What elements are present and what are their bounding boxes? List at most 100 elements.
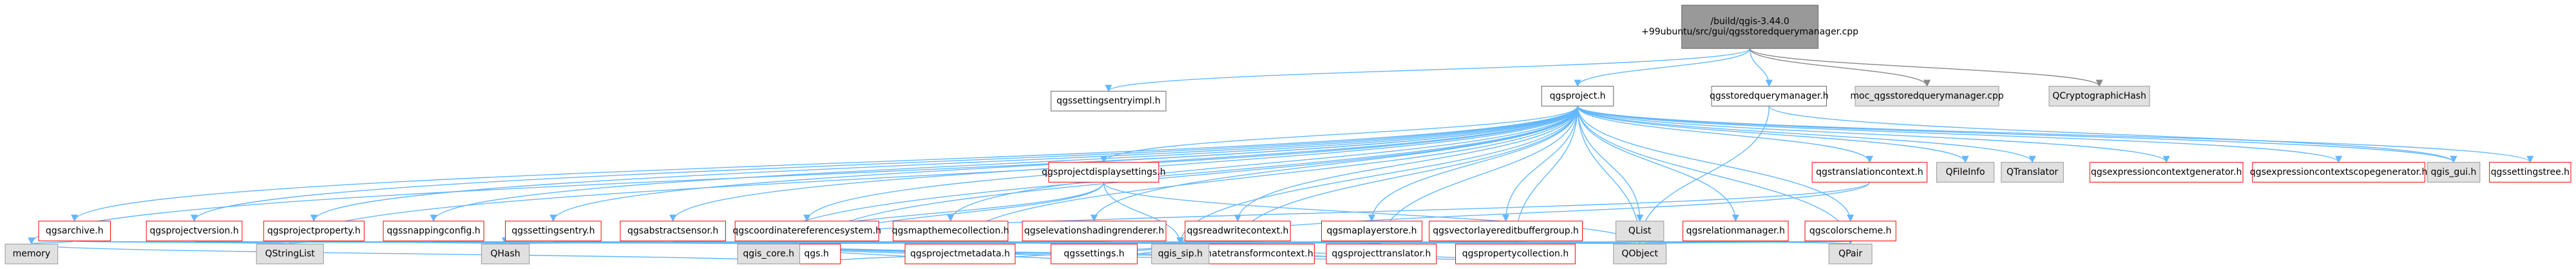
node-box [1683, 221, 1789, 242]
node-qfileinfo[interactable]: QFileInfo [1936, 162, 1995, 183]
node-settingsentryimpl[interactable]: qgssettingsentryimpl.h [1051, 90, 1167, 112]
node-settingstree[interactable]: qgssettingstree.h [2489, 162, 2571, 183]
node-storedquerymanager_h[interactable]: qgsstoredquerymanager.h [1710, 86, 1829, 106]
node-box [256, 243, 324, 264]
node-archive[interactable]: qgsarchive.h [38, 221, 111, 242]
node-snappingconfig[interactable]: qgssnappingconfig.h [383, 221, 484, 242]
node-box [1936, 162, 1995, 183]
node-label: qgis_gui.h [2430, 167, 2476, 177]
edge-project-to-exprcontextscopegen [1577, 106, 2342, 163]
node-box [1048, 162, 1159, 183]
node-box [734, 221, 879, 242]
node-maplayerstore[interactable]: qgsmaplayerstore.h [1321, 221, 1423, 242]
node-label: qgsprojectdisplaysettings.h [1042, 167, 1166, 177]
edge-root-to-storedquerymanager_h [1749, 48, 1773, 87]
node-project[interactable]: qgsproject.h [1541, 86, 1614, 106]
node-settingsentry[interactable]: qgssettingsentry.h [505, 221, 602, 242]
node-box [1616, 221, 1665, 242]
node-settings_h[interactable]: qgssettings.h [1051, 243, 1138, 264]
node-label: qgsabstractsensor.h [627, 226, 718, 236]
edge-project-to-settingstree [1577, 105, 2534, 163]
node-qlist[interactable]: QList [1616, 221, 1665, 242]
node-projectproperty[interactable]: qgsprojectproperty.h [263, 221, 365, 242]
node-qgis_gui[interactable]: qgis_gui.h [2427, 162, 2481, 183]
node-label: qgsexpressioncontextscopegenerator.h [2250, 167, 2428, 177]
node-readwritecontext[interactable]: qgsreadwritecontext.h [1185, 221, 1291, 242]
node-label: QFileInfo [1946, 167, 1985, 177]
node-box [1321, 221, 1423, 242]
node-box [146, 221, 243, 242]
node-qstringlist[interactable]: QStringList [256, 243, 324, 264]
node-label: qgscolorscheme.h [1809, 226, 1892, 236]
node-box [792, 243, 841, 264]
node-box [1681, 5, 1818, 49]
node-box [904, 243, 1016, 264]
node-box [38, 221, 111, 242]
node-box [1711, 86, 1827, 106]
node-qobject[interactable]: QObject [1613, 243, 1667, 264]
node-label: qgis_core.h [743, 249, 794, 259]
edge-project-to-elevationshading [1091, 106, 1578, 222]
node-qcrypto[interactable]: QCryptographicHash [2048, 86, 2150, 106]
node-colorscheme[interactable]: qgscolorscheme.h [1804, 221, 1896, 242]
node-label: qgssettings.h [1064, 249, 1124, 259]
node-exprcontextgen[interactable]: qgsexpressioncontextgenerator.h [2089, 162, 2244, 183]
node-label: qgspropertycollection.h [1462, 249, 1569, 259]
node-qpair[interactable]: QPair [1828, 243, 1873, 264]
node-qhash[interactable]: QHash [481, 243, 530, 264]
edge-project-to-crs [803, 106, 1578, 222]
node-abstractsensor[interactable]: qgsabstractsensor.h [620, 221, 726, 242]
node-projecttranslator[interactable]: qgsprojecttranslator.h [1326, 243, 1437, 264]
node-qtranslator[interactable]: QTranslator [2001, 162, 2064, 183]
edge-project-to-colorscheme [1577, 106, 1855, 222]
node-qgis_sip[interactable]: qgis_sip.h [1151, 243, 1210, 264]
node-relationmanager[interactable]: qgsrelationmanager.h [1683, 221, 1789, 242]
edge-archive-to-memory [28, 237, 75, 245]
node-translationcontext[interactable]: qgstranslationcontext.h [1811, 162, 1928, 183]
node-box [2089, 162, 2244, 183]
node-box [1855, 86, 1999, 106]
edge-project-to-qstringlist [286, 106, 1578, 245]
edge-storedquerymanager_h-to-qobject [1636, 106, 1770, 245]
node-box [2489, 162, 2571, 183]
node-vectorlayereditbuffergroup[interactable]: qgsvectorlayereditbuffergroup.h [1429, 221, 1583, 242]
edge-project-to-exprcontextgen [1577, 106, 2170, 163]
edge-projectversion-to-qstringlist [193, 237, 294, 245]
node-box [1811, 162, 1928, 183]
node-label: qgsmapthemecollection.h [892, 226, 1009, 236]
node-crs[interactable]: qgscoordinatereferencesystem.h [732, 221, 881, 242]
node-label: qgsstoredquerymanager.h [1710, 91, 1829, 101]
node-projectversion[interactable]: qgsprojectversion.h [146, 221, 243, 242]
node-memory[interactable]: memory [5, 243, 59, 264]
edge-project-to-mapthemecollection [947, 106, 1578, 222]
node-box [1022, 221, 1167, 242]
node-propertycollection[interactable]: qgspropertycollection.h [1455, 243, 1576, 264]
node-box [481, 243, 530, 264]
node-box [1051, 243, 1138, 264]
edge-colorscheme-to-qobject [1637, 237, 1851, 245]
node-qgs_h[interactable]: qgs.h [792, 243, 841, 264]
node-label: qgsarchive.h [46, 226, 104, 236]
node-projectdisplaysettings[interactable]: qgsprojectdisplaysettings.h [1042, 162, 1166, 183]
node-label: moc_qgsstoredquerymanager.cpp [1850, 91, 2003, 101]
node-mapthemecollection[interactable]: qgsmapthemecollection.h [892, 221, 1009, 242]
node-moc[interactable]: moc_qgsstoredquerymanager.cpp [1850, 86, 2004, 106]
edge-project-to-qgis_gui [1577, 105, 2457, 163]
node-box [1429, 221, 1583, 242]
node-box [737, 243, 801, 264]
node-label: qgsproject.h [1550, 91, 1606, 101]
edge-project-to-qtranslator [1577, 106, 2036, 163]
node-projectmetadata[interactable]: qgsprojectmetadata.h [904, 243, 1016, 264]
edge-project-to-translationcontext [1577, 106, 1873, 163]
node-elevationshading[interactable]: qgselevationshadingrenderer.h [1022, 221, 1167, 242]
edge-crs-to-qhash [502, 237, 808, 245]
node-exprcontextscopegen[interactable]: qgsexpressioncontextscopegenerator.h [2250, 162, 2428, 183]
edge-project-to-qgs_h [813, 106, 1578, 245]
node-qgis_core[interactable]: qgis_core.h [737, 243, 801, 264]
edge-qgs_h-to-memory [28, 243, 817, 264]
edge-projectdisplaysettings-to-qobject [1103, 182, 1644, 245]
edge-project-to-qgis_sip [1176, 106, 1578, 245]
edge-project-to-qlist [1577, 106, 1644, 222]
edge-project-to-maplayerstore [1368, 106, 1578, 222]
node-label: qgsprojectproperty.h [267, 226, 361, 236]
